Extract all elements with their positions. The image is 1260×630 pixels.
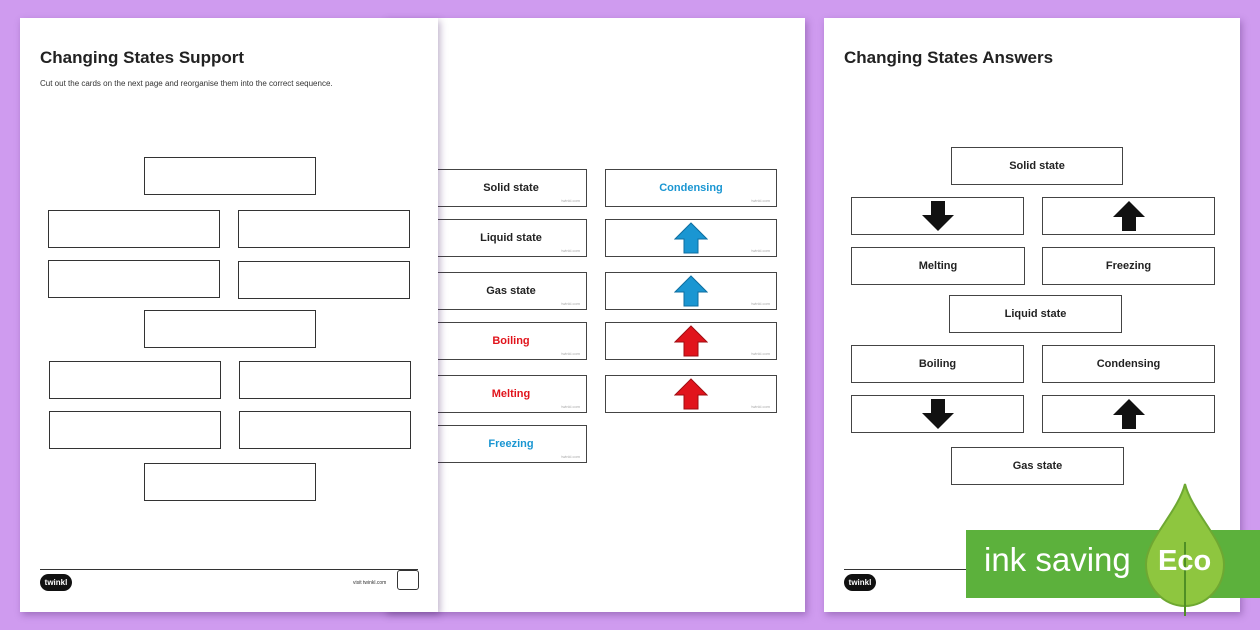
card-footer: twinkl.com: [561, 404, 580, 409]
answers-title: Changing States Answers: [844, 48, 1054, 67]
card-footer: twinkl.com: [751, 301, 770, 306]
red-up-arrow-icon: [674, 378, 708, 410]
card-footer: twinkl.com: [561, 351, 580, 356]
card-footer: twinkl.com: [561, 248, 580, 253]
footer-divider: [40, 569, 418, 570]
answer-solid-state: Solid state: [951, 147, 1123, 185]
card-red-arrow-2[interactable]: twinkl.com: [605, 375, 777, 413]
card-boiling[interactable]: Boiling twinkl.com: [435, 322, 587, 360]
card-label: Melting: [918, 260, 958, 272]
card-sheet: Solid state twinkl.com Liquid state twinkl…: [385, 18, 805, 612]
card-footer: twinkl.com: [561, 198, 580, 203]
blank-card-box: [144, 310, 316, 348]
answer-liquid-state: Liquid state: [949, 295, 1122, 333]
card-liquid-state[interactable]: Liquid state twinkl.com: [435, 219, 587, 257]
card-gas-state[interactable]: Gas state twinkl.com: [435, 272, 587, 310]
blank-card-box: [238, 261, 410, 299]
answer-up-arrow-1: [1042, 197, 1215, 235]
card-melting[interactable]: Melting twinkl.com: [435, 375, 587, 413]
eco-label: Eco: [1158, 545, 1212, 577]
eco-drop-icon: [1144, 483, 1226, 616]
blank-card-box: [49, 361, 221, 399]
answer-gas-state: Gas state: [951, 447, 1124, 485]
card-blue-arrow-1[interactable]: twinkl.com: [605, 219, 777, 257]
red-up-arrow-icon: [674, 325, 708, 357]
card-freezing[interactable]: Freezing twinkl.com: [435, 425, 587, 463]
card-footer: twinkl.com: [561, 454, 580, 459]
answer-boiling: Boiling: [851, 345, 1024, 383]
blank-card-box: [144, 463, 316, 501]
card-footer: twinkl.com: [751, 248, 770, 253]
card-label: Boiling: [492, 335, 530, 347]
card-footer: twinkl.com: [751, 404, 770, 409]
support-sheet: Changing States Support Cut out the card…: [20, 18, 438, 612]
card-footer: twinkl.com: [751, 198, 770, 203]
black-down-arrow-icon: [921, 201, 954, 231]
blank-card-box: [144, 157, 316, 195]
card-label: Freezing: [488, 438, 534, 450]
card-label: Liquid state: [1004, 308, 1067, 320]
visit-text: visit twinkl.com: [353, 580, 387, 586]
blank-card-box: [49, 411, 221, 449]
card-footer: twinkl.com: [751, 351, 770, 356]
card-label: Gas state: [486, 285, 536, 297]
card-footer: twinkl.com: [561, 301, 580, 306]
black-down-arrow-icon: [921, 399, 954, 429]
blue-up-arrow-icon: [674, 275, 708, 307]
twinkl-logo: twinkl: [40, 574, 72, 591]
card-label: Condensing: [659, 182, 723, 194]
blank-card-box: [48, 260, 220, 298]
card-label: Solid state: [483, 182, 539, 194]
card-label: Freezing: [1105, 260, 1152, 272]
answer-melting: Melting: [851, 247, 1025, 285]
card-label: Liquid state: [480, 232, 542, 244]
ink-saving-text: ink saving: [984, 541, 1131, 578]
answer-freezing: Freezing: [1042, 247, 1215, 285]
card-red-arrow-1[interactable]: twinkl.com: [605, 322, 777, 360]
blank-card-box: [239, 411, 411, 449]
twinkl-logo: twinkl: [844, 574, 876, 591]
footer-divider: [844, 569, 974, 570]
black-up-arrow-icon: [1112, 201, 1145, 231]
card-label: Gas state: [1012, 460, 1063, 472]
answer-up-arrow-2: [1042, 395, 1215, 433]
card-label: Condensing: [1096, 358, 1161, 370]
answers-sheet: Changing States Answers Solid state Melt…: [824, 18, 1240, 612]
blank-card-box: [48, 210, 220, 248]
answer-down-arrow-2: [851, 395, 1024, 433]
card-label: Melting: [491, 388, 531, 400]
instruction-text: Cut out the cards on the next page and r…: [40, 79, 333, 88]
blank-card-box: [239, 361, 411, 399]
card-label: Boiling: [918, 358, 957, 370]
blank-card-box: [238, 210, 410, 248]
card-solid-state[interactable]: Solid state twinkl.com: [435, 169, 587, 207]
answer-condensing: Condensing: [1042, 345, 1215, 383]
card-condensing[interactable]: Condensing twinkl.com: [605, 169, 777, 207]
card-blue-arrow-2[interactable]: twinkl.com: [605, 272, 777, 310]
card-label: Solid state: [1009, 160, 1065, 172]
answer-down-arrow-1: [851, 197, 1024, 235]
page-title: Changing States Support: [40, 48, 244, 67]
black-up-arrow-icon: [1112, 399, 1145, 429]
resource-badge-icon: [397, 570, 419, 590]
blue-up-arrow-icon: [674, 222, 708, 254]
